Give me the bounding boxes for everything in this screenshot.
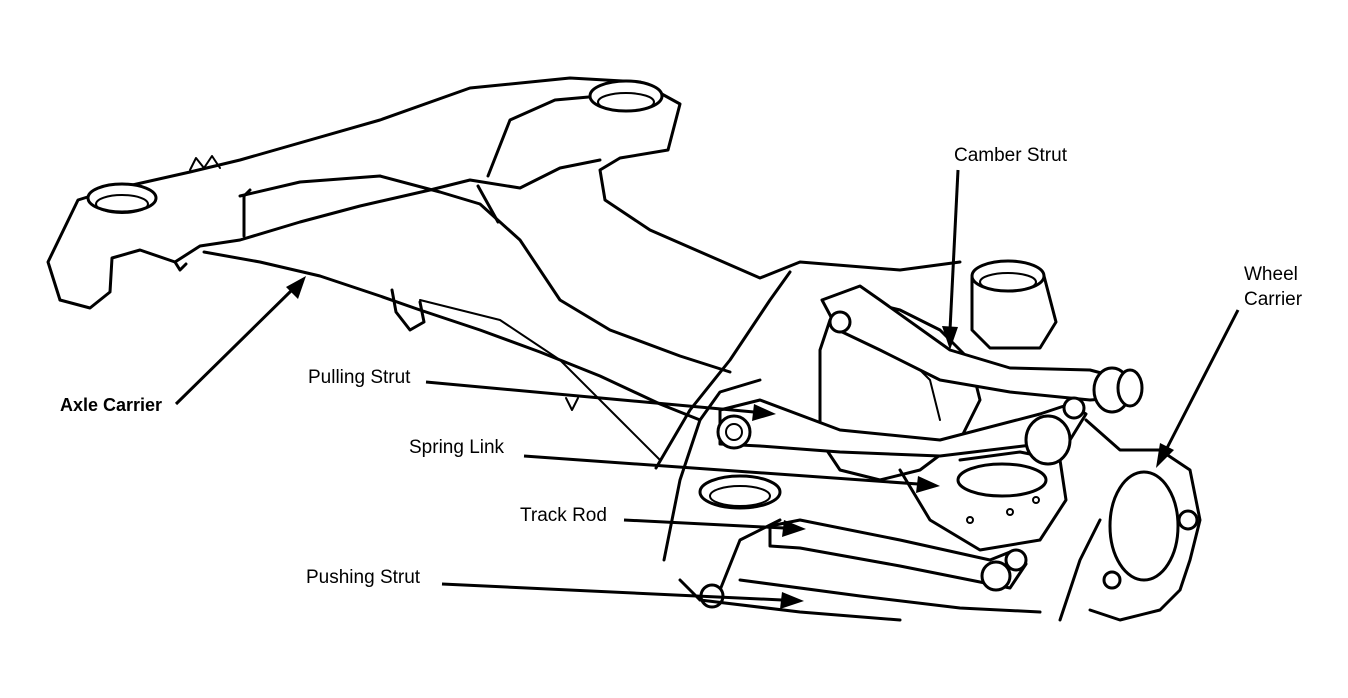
wheel-carrier-label-line1: Wheel xyxy=(1244,264,1298,285)
track-rod-arrow xyxy=(623,518,806,537)
frame-bushings xyxy=(86,79,1058,350)
wheel-carrier xyxy=(1058,418,1202,622)
spring-link-arrow xyxy=(523,454,940,493)
axle-carrier-frame xyxy=(46,76,962,461)
lower-frame xyxy=(698,578,1042,622)
spring-link-label: Spring Link xyxy=(409,437,505,458)
track-rod-label: Track Rod xyxy=(520,505,607,526)
pulling-strut-arm xyxy=(716,396,1088,466)
wheel-carrier-arrow xyxy=(1156,309,1240,468)
axle-carrier-label: Axle Carrier xyxy=(60,395,163,415)
track-rod-arm xyxy=(768,518,1028,592)
pushing-strut-label: Pushing Strut xyxy=(306,567,421,588)
pulling-strut-label: Pulling Strut xyxy=(308,367,411,388)
pushing-strut-arrow xyxy=(441,582,804,609)
camber-strut-arrow xyxy=(942,169,960,350)
camber-strut-arm xyxy=(820,284,1144,414)
axle-carrier-arrow xyxy=(174,276,306,406)
camber-strut-label: Camber Strut xyxy=(954,145,1067,166)
leader-arrows xyxy=(174,169,1240,609)
wheel-carrier-label-line2: Carrier xyxy=(1244,289,1303,310)
pulling-strut-arrow xyxy=(425,380,776,421)
